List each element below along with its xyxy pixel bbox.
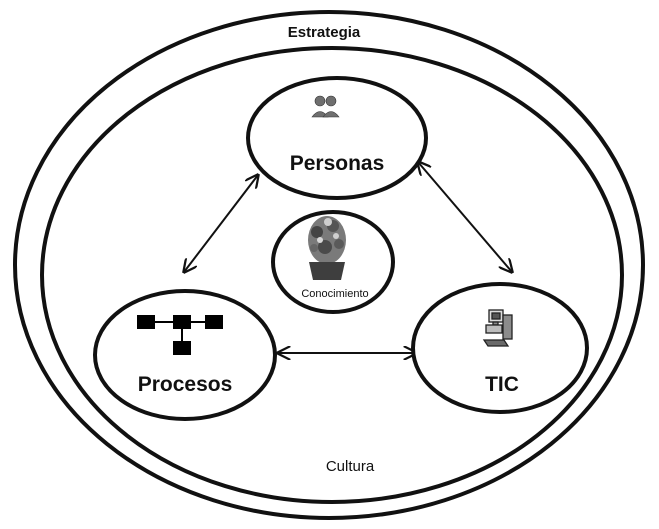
culture-label: Cultura xyxy=(326,458,375,475)
culture-ellipse xyxy=(40,46,624,504)
people-icon xyxy=(311,95,340,118)
processes-label: Procesos xyxy=(138,373,233,396)
knowledge-node: Conocimiento xyxy=(271,210,395,314)
strategy-label: Estrategia xyxy=(288,24,361,41)
ict-node: TIC xyxy=(411,282,589,414)
plant-icon xyxy=(308,216,346,280)
arrow-people-ict xyxy=(418,162,512,272)
flowchart-icon xyxy=(137,315,223,355)
people-label: Personas xyxy=(290,152,385,175)
arrow-people-processes xyxy=(184,175,258,272)
ict-label: TIC xyxy=(485,373,519,396)
computer-icon xyxy=(482,309,513,347)
strategy-ellipse xyxy=(13,10,645,520)
people-node: Personas xyxy=(246,76,428,200)
processes-node: Procesos xyxy=(93,289,277,421)
knowledge-label: Conocimiento xyxy=(301,288,368,300)
